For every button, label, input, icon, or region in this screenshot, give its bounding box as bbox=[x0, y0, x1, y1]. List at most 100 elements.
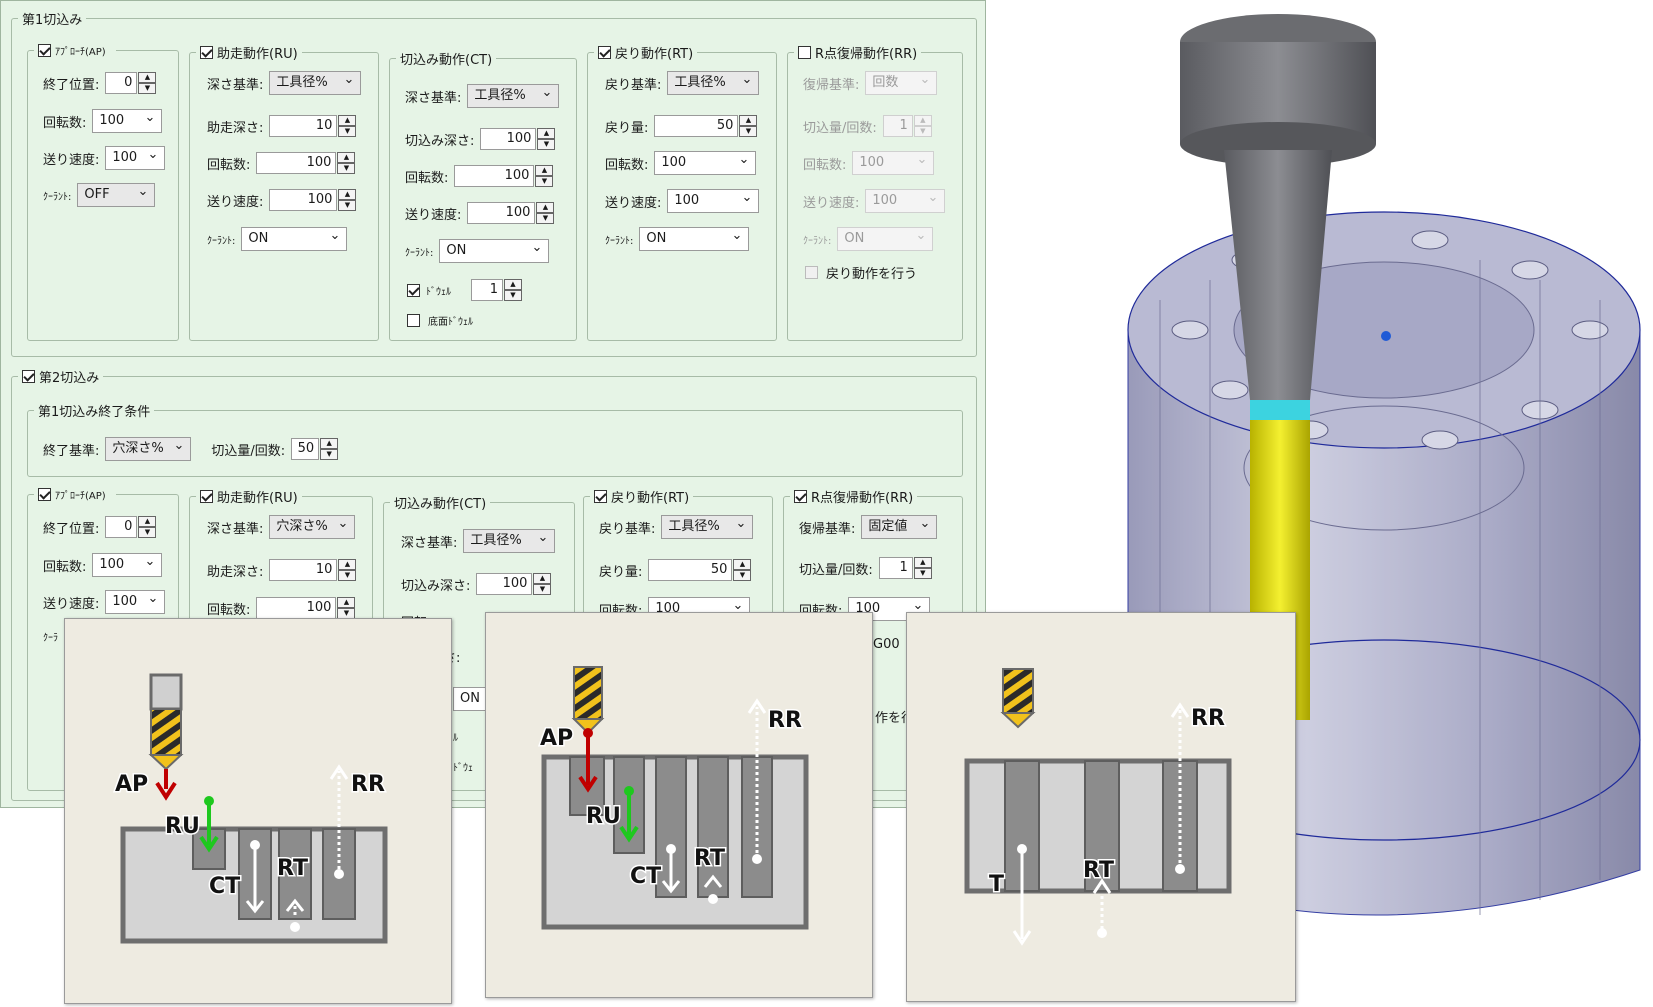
s2-rt-base-select[interactable]: 工具径% bbox=[661, 515, 754, 539]
s1-ap-rpm-select[interactable]: 100 bbox=[92, 109, 163, 133]
s1-ap-feed-select[interactable]: 100 bbox=[105, 146, 166, 170]
s2-rr-base-select[interactable]: 固定値 bbox=[861, 515, 938, 539]
spin-up-icon[interactable]: ▲ bbox=[338, 189, 357, 200]
s1-rt-rpm-select[interactable]: 100 bbox=[654, 151, 757, 175]
spin-up-icon[interactable]: ▲ bbox=[337, 152, 356, 163]
s1-rr-feed-select[interactable]: 100 bbox=[865, 189, 946, 213]
s2-rr-per-stepper[interactable]: 1▲▼ bbox=[878, 557, 932, 579]
s1-ct-feed-stepper[interactable]: 100▲▼ bbox=[467, 202, 555, 224]
s1-ap-endpos-value[interactable]: 0 bbox=[105, 72, 138, 94]
spin-up-icon[interactable]: ▲ bbox=[504, 279, 522, 290]
spin-up-icon[interactable]: ▲ bbox=[913, 115, 932, 126]
spin-down-icon[interactable]: ▼ bbox=[913, 126, 932, 137]
s2-rt-amount-value[interactable]: 50 bbox=[648, 559, 733, 581]
spin-down-icon[interactable]: ▼ bbox=[536, 213, 555, 224]
s1-rr-doreturn-checkbox[interactable] bbox=[805, 266, 818, 279]
s2-ru-rpm-value[interactable]: 100 bbox=[256, 597, 337, 619]
s2-ru-rundepth-stepper[interactable]: 10▲▼ bbox=[269, 559, 357, 581]
s2-runup-checkbox[interactable] bbox=[200, 490, 213, 503]
s2-endcond-base-select[interactable]: 穴深さ% bbox=[105, 437, 192, 461]
s1-rr-coolant-select[interactable]: ON bbox=[837, 227, 934, 251]
spin-down-icon[interactable]: ▼ bbox=[913, 568, 932, 579]
s1-ru-feed-stepper[interactable]: 100▲▼ bbox=[269, 189, 357, 211]
s2-return-checkbox[interactable] bbox=[594, 490, 607, 503]
s2-ru-rundepth-value[interactable]: 10 bbox=[269, 559, 338, 581]
spin-down-icon[interactable]: ▼ bbox=[337, 163, 356, 174]
s1-ct-cutdepth-stepper[interactable]: 100▲▼ bbox=[480, 128, 556, 150]
s1-ct-bottomdwell-checkbox[interactable] bbox=[407, 314, 420, 327]
s1-rt-amount-value[interactable]: 50 bbox=[654, 115, 739, 137]
spin-up-icon[interactable]: ▲ bbox=[537, 128, 556, 139]
spin-up-icon[interactable]: ▲ bbox=[338, 115, 357, 126]
spin-down-icon[interactable]: ▼ bbox=[338, 200, 357, 211]
section-second-cut-checkbox[interactable] bbox=[22, 370, 35, 383]
s1-ct-dwell-stepper[interactable]: 1▲▼ bbox=[471, 279, 522, 301]
s1-ru-depthbase-select[interactable]: 工具径% bbox=[269, 71, 362, 95]
spin-up-icon[interactable]: ▲ bbox=[337, 597, 356, 608]
s1-ct-depthbase-select[interactable]: 工具径% bbox=[467, 84, 560, 108]
s1-rr-rpm-select[interactable]: 100 bbox=[852, 151, 935, 175]
s1-ct-feed-value[interactable]: 100 bbox=[467, 202, 536, 224]
spin-up-icon[interactable]: ▲ bbox=[536, 202, 555, 213]
spin-down-icon[interactable]: ▼ bbox=[138, 83, 157, 94]
s1-ru-rundepth-value[interactable]: 10 bbox=[269, 115, 338, 137]
spin-down-icon[interactable]: ▼ bbox=[535, 176, 554, 187]
s1-ru-rpm-value[interactable]: 100 bbox=[256, 152, 337, 174]
spin-up-icon[interactable]: ▲ bbox=[913, 557, 932, 568]
s1-ct-rpm-value[interactable]: 100 bbox=[454, 165, 535, 187]
spin-down-icon[interactable]: ▼ bbox=[733, 570, 752, 581]
s1-rt-coolant-select[interactable]: ON bbox=[639, 227, 750, 251]
s1-return-checkbox[interactable] bbox=[598, 46, 611, 59]
spin-down-icon[interactable]: ▼ bbox=[338, 570, 357, 581]
spin-down-icon[interactable]: ▼ bbox=[537, 139, 556, 150]
s1-rr-base-select[interactable]: 回数 bbox=[865, 71, 938, 95]
spin-up-icon[interactable]: ▲ bbox=[533, 573, 552, 584]
s2-endcond-per-stepper[interactable]: 50▲▼ bbox=[291, 438, 339, 460]
s1-ap-coolant-select[interactable]: OFF bbox=[77, 183, 156, 207]
s1-rt-amount-stepper[interactable]: 50▲▼ bbox=[654, 115, 758, 137]
s1-rr-per-stepper[interactable]: 1▲▼ bbox=[882, 115, 932, 137]
spin-up-icon[interactable]: ▲ bbox=[733, 559, 752, 570]
s2-ru-depthbase-select[interactable]: 穴深さ% bbox=[269, 515, 356, 539]
s2-approach-checkbox[interactable] bbox=[38, 488, 51, 501]
s2-ct-cutdepth-stepper[interactable]: 100▲▼ bbox=[476, 573, 552, 595]
s2-rr-per-value[interactable]: 1 bbox=[878, 557, 913, 579]
s1-rt-feed-select[interactable]: 100 bbox=[667, 189, 760, 213]
s2-ct-cutdepth-value[interactable]: 100 bbox=[476, 573, 533, 595]
s2-ap-endpos-value[interactable]: 0 bbox=[105, 516, 138, 538]
s1-ru-rundepth-stepper[interactable]: 10▲▼ bbox=[269, 115, 357, 137]
spin-up-icon[interactable]: ▲ bbox=[338, 559, 357, 570]
s1-approach-checkbox[interactable] bbox=[38, 44, 51, 57]
s2-ap-rpm-select[interactable]: 100 bbox=[92, 553, 163, 577]
s2-endcond-per-value[interactable]: 50 bbox=[291, 438, 320, 460]
s2-ct-depthbase-select[interactable]: 工具径% bbox=[463, 529, 556, 553]
s1-ru-feed-value[interactable]: 100 bbox=[269, 189, 338, 211]
s1-ct-cutdepth-value[interactable]: 100 bbox=[480, 128, 537, 150]
s2-ap-endpos-stepper[interactable]: 0▲▼ bbox=[105, 516, 157, 538]
s1-ct-coolant-select[interactable]: ON bbox=[439, 239, 550, 263]
spin-up-icon[interactable]: ▲ bbox=[138, 72, 157, 83]
s1-rpoint-checkbox[interactable] bbox=[798, 46, 811, 59]
spin-down-icon[interactable]: ▼ bbox=[138, 527, 157, 538]
spin-down-icon[interactable]: ▼ bbox=[338, 126, 357, 137]
spin-up-icon[interactable]: ▲ bbox=[739, 115, 758, 126]
s1-runup-checkbox[interactable] bbox=[200, 46, 213, 59]
spin-down-icon[interactable]: ▼ bbox=[533, 584, 552, 595]
s2-ru-rpm-stepper[interactable]: 100▲▼ bbox=[256, 597, 356, 619]
s1-rr-per-value[interactable]: 1 bbox=[882, 115, 913, 137]
s1-ru-rpm-stepper[interactable]: 100▲▼ bbox=[256, 152, 356, 174]
spin-up-icon[interactable]: ▲ bbox=[320, 438, 339, 449]
s1-rt-base-select[interactable]: 工具径% bbox=[667, 71, 760, 95]
spin-down-icon[interactable]: ▼ bbox=[739, 126, 758, 137]
s1-ru-coolant-select[interactable]: ON bbox=[241, 227, 348, 251]
s1-ct-rpm-stepper[interactable]: 100▲▼ bbox=[454, 165, 554, 187]
s2-rt-amount-stepper[interactable]: 50▲▼ bbox=[648, 559, 752, 581]
s1-ct-dwell-value[interactable]: 1 bbox=[471, 279, 503, 301]
spin-up-icon[interactable]: ▲ bbox=[138, 516, 157, 527]
spin-down-icon[interactable]: ▼ bbox=[504, 290, 522, 301]
spin-up-icon[interactable]: ▲ bbox=[535, 165, 554, 176]
s1-ct-dwell-checkbox[interactable] bbox=[407, 283, 420, 297]
s2-ap-feed-select[interactable]: 100 bbox=[105, 590, 166, 614]
s2-rpoint-checkbox[interactable] bbox=[794, 490, 807, 503]
s1-ap-endpos-stepper[interactable]: 0▲▼ bbox=[105, 72, 157, 94]
